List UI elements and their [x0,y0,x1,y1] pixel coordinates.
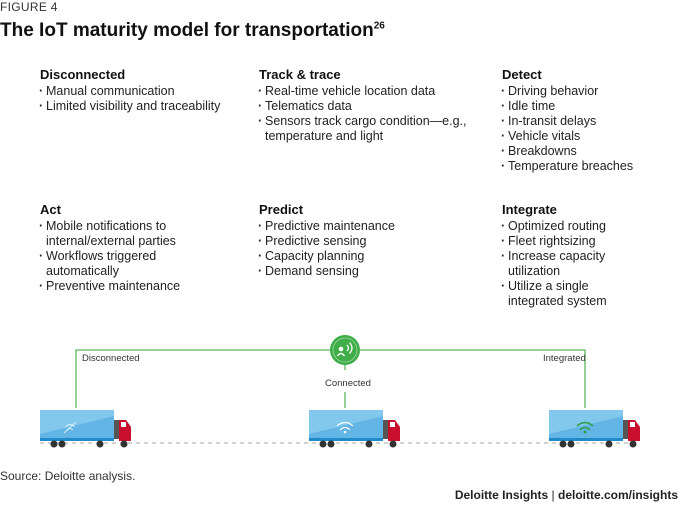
credit-brand: Deloitte Insights [454,488,549,502]
label-integrated: Integrated [543,353,586,364]
figure-title: The IoT maturity model for transportatio… [0,20,385,42]
truck-icon [309,410,400,448]
stage-heading: Act [40,202,61,217]
stage-item: Temperature breaches [501,159,672,174]
title-footnote: 26 [373,20,385,32]
stage-detect: Detect Driving behavior Idle time In-tra… [501,67,672,174]
stage-act: Act Mobile notifications to internal/ext… [39,202,210,294]
stage-item: Predictive sensing [258,234,469,249]
stage-item: In-transit delays [501,114,672,129]
label-disconnected: Disconnected [82,353,140,364]
figure-label: FIGURE 4 [0,0,58,14]
stage-list: Real-time vehicle location data Telemati… [258,84,469,144]
stage-item: Preventive maintenance [39,279,210,294]
label-connected: Connected [325,378,371,389]
stage-item: Telematics data [258,99,469,114]
stage-item: Idle time [501,99,672,114]
stage-item: Optimized routing [501,219,652,234]
stage-track-trace: Track & trace Real-time vehicle location… [258,67,469,144]
connectivity-graphic [40,335,640,448]
connectivity-diagram: Disconnected Connected Integrated [0,330,680,460]
stage-item: Utilize a single integrated system [501,279,628,309]
stage-item: Sensors track cargo condition—e.g., temp… [258,114,469,144]
stage-item: Breakdowns [501,144,672,159]
stage-list: Optimized routing Fleet rightsizing Incr… [501,219,652,309]
stage-item: Mobile notifications to internal/externa… [39,219,194,249]
stage-predict: Predict Predictive maintenance Predictiv… [258,202,469,279]
stage-item: Demand sensing [258,264,469,279]
stage-item: Limited visibility and traceability [39,99,240,114]
stage-item: Manual communication [39,84,240,99]
stage-item: Capacity planning [258,249,469,264]
stage-heading: Detect [502,67,542,82]
stage-item: Fleet rightsizing [501,234,652,249]
stage-item: Increase capacity utilization [501,249,628,279]
stage-heading: Integrate [502,202,557,217]
truck-icon [40,410,131,448]
credit-url[interactable]: deloitte.com/insights [557,488,678,502]
stage-item: Real-time vehicle location data [258,84,469,99]
stage-heading: Track & trace [259,67,341,82]
truck-icon [549,410,640,448]
stage-disconnected: Disconnected Manual communication Limite… [39,67,240,114]
credit-line: Deloitte Insights | deloitte.com/insight… [455,488,678,502]
source-note: Source: Deloitte analysis. [0,469,136,483]
credit-separator: | [548,488,558,502]
stage-item: Workflows triggered automatically [39,249,176,279]
stage-item: Predictive maintenance [258,219,469,234]
stage-item: Driving behavior [501,84,672,99]
stage-heading: Disconnected [40,67,126,82]
iot-network-icon [330,335,360,365]
stage-heading: Predict [259,202,304,217]
stage-list: Manual communication Limited visibility … [39,84,240,114]
stage-item: Vehicle vitals [501,129,672,144]
stage-list: Driving behavior Idle time In-transit de… [501,84,672,174]
stage-list: Predictive maintenance Predictive sensin… [258,219,469,279]
stage-integrate: Integrate Optimized routing Fleet rights… [501,202,652,309]
stage-list: Mobile notifications to internal/externa… [39,219,210,294]
title-text: The IoT maturity model for transportatio… [0,20,374,41]
